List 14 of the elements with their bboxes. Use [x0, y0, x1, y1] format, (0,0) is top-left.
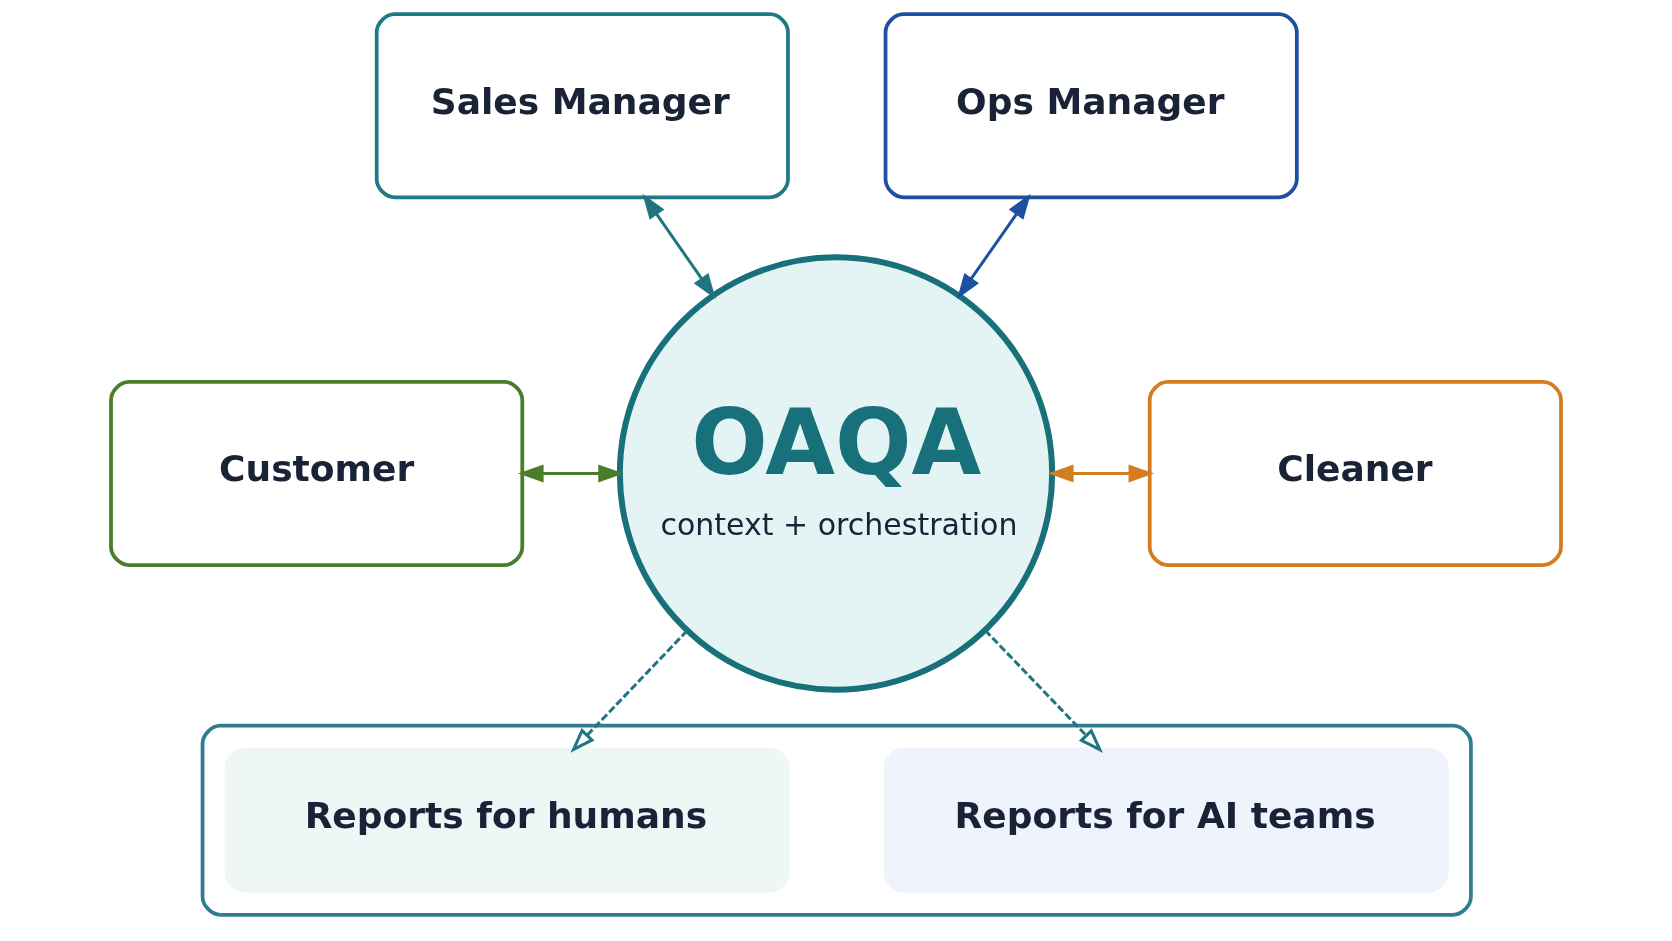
- arrow: [1048, 464, 1155, 483]
- arrow: [518, 464, 624, 483]
- arrow: [570, 629, 689, 753]
- node-box: Reports for AI teams: [883, 747, 1449, 893]
- node-circle: OAQA context + orchestration: [616, 254, 1056, 693]
- node-box: Ops Manager: [883, 12, 1299, 200]
- node-box: Sales Manager: [374, 12, 790, 200]
- arrow: [984, 629, 1103, 753]
- cluster: [200, 723, 1473, 917]
- node-box: Reports for humans: [224, 747, 790, 893]
- node-box: Customer: [109, 380, 525, 567]
- arrow: [642, 193, 716, 299]
- arrow: [957, 193, 1031, 299]
- node-box: Cleaner: [1147, 380, 1563, 567]
